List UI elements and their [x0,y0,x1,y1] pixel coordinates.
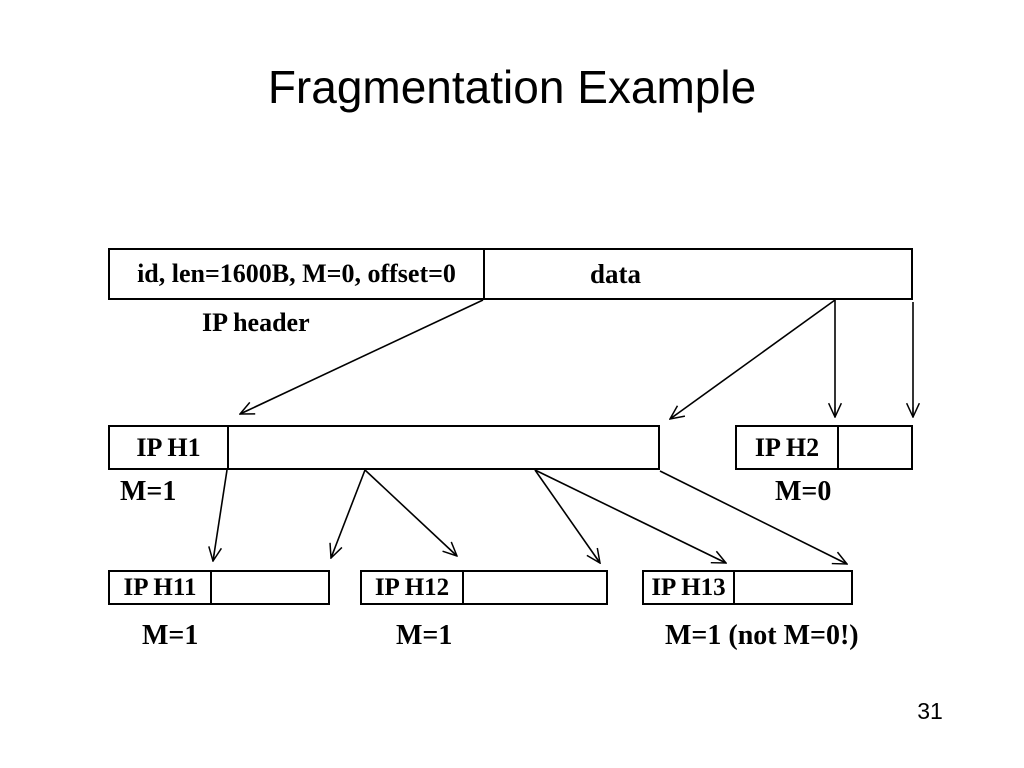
arrow-frag1-to-frag12-data-start [364,469,457,556]
fragment1-data-cell [229,427,658,468]
arrow-frag1-to-frag13-data-end [659,470,847,564]
fragment12-flag-label: M=1 [396,620,453,651]
fragment2-box: IP H2 [735,425,913,470]
fragment1-header-cell: IP H1 [110,427,229,468]
page-number: 31 [917,698,943,724]
original-packet-data-cell: data [590,258,642,289]
fragment13-data-cell [735,572,851,603]
fragment2-flag-label: M=0 [775,476,832,507]
slide-title: Fragmentation Example [267,61,757,113]
fragment13-header-cell: IP H13 [644,572,735,603]
fragment11-flag-label: M=1 [142,620,199,651]
original-packet-box: id, len=1600B, M=0, offset=0 data [108,248,913,300]
arrow-frag1-to-frag11-data-start [213,469,228,561]
fragment11-data-cell [212,572,328,603]
fragment1-flag-label: M=1 [120,476,177,507]
fragment1-box: IP H1 [108,425,660,470]
original-packet-header-cell: id, len=1600B, M=0, offset=0 [110,250,485,298]
ip-header-caption: IP header [202,308,310,337]
fragment2-data-cell [839,427,911,468]
arrow-data-start-to-frag1-data-start [240,299,484,414]
fragment13-flag-label: M=1 (not M=0!) [665,620,859,651]
fragment11-header-cell: IP H11 [110,572,212,603]
fragment11-box: IP H11 [108,570,330,605]
fragment12-data-cell [464,572,606,603]
fragment12-header-cell: IP H12 [362,572,464,603]
arrow-data-split-to-frag1-data-end [670,299,836,419]
arrow-frag1-to-frag13-data-start [534,469,726,563]
fragment13-box: IP H13 [642,570,853,605]
fragment2-header-cell: IP H2 [737,427,839,468]
arrow-frag1-to-frag11-data-end [331,469,366,558]
fragment12-box: IP H12 [360,570,608,605]
arrow-frag1-to-frag12-data-end [534,469,600,563]
